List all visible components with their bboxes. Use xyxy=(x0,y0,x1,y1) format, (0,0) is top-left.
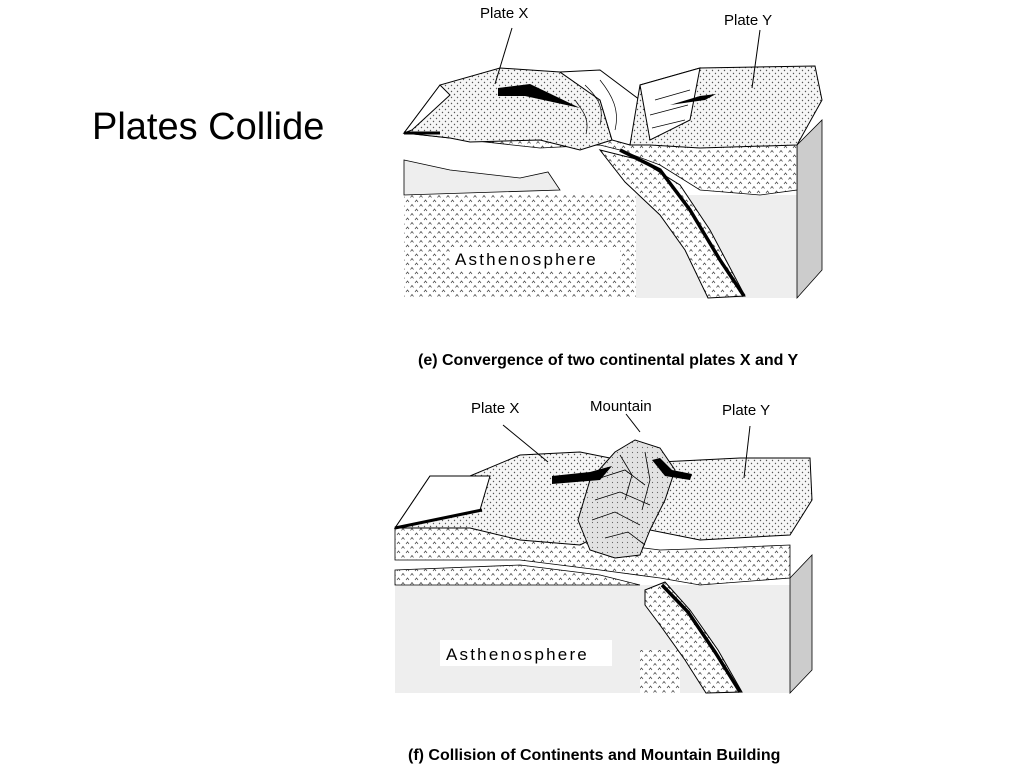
panel-e: Plate X Plate Y Asthenosphere (e) Conver… xyxy=(402,5,823,369)
panel-e-lithosphere-lower xyxy=(403,159,561,196)
panel-f-lithosphere-lower xyxy=(394,564,641,586)
panel-e-plate-y-leader xyxy=(751,29,761,89)
panel-f-side-face xyxy=(789,554,813,694)
panel-e-plate-y-label: Plate Y xyxy=(724,12,772,29)
panel-e-side-face xyxy=(796,119,823,300)
panel-f-slab-edge xyxy=(660,583,742,693)
panel-e-asthenosphere-label: Asthenosphere xyxy=(455,250,598,269)
panel-f-plate-x-label: Plate X xyxy=(471,400,519,417)
panel-f-caption: (f) Collision of Continents and Mountain… xyxy=(408,747,780,764)
panel-f-plate-y-arrow xyxy=(652,458,692,480)
panel-e-plate-y-lines xyxy=(649,89,691,129)
panel-f-mountain-label: Mountain xyxy=(590,398,652,415)
panel-e-plate-y-scarp xyxy=(639,67,701,141)
panel-e-slab-edge xyxy=(619,148,746,297)
panel-e-ocean-edge xyxy=(402,84,451,135)
panel-e-plate-y-arrow xyxy=(670,94,716,105)
panel-f-mountain-folds xyxy=(591,451,651,546)
panel-e-plate-x-arrow xyxy=(498,84,580,108)
panel-e-caption: (e) Convergence of two continental plate… xyxy=(418,352,799,369)
panel-f-subducting-slab xyxy=(644,581,743,694)
panel-f-asthenosphere-label: Asthenosphere xyxy=(446,645,589,664)
panel-e-plate-x-leader xyxy=(494,27,513,85)
panel-e-asthenosphere-block xyxy=(404,195,636,298)
panel-f-plate-y-leader xyxy=(743,425,751,479)
panel-e-plate-x-label: Plate X xyxy=(480,5,528,22)
panel-f-asthenosphere-label-bg xyxy=(440,640,612,666)
panel-e-asthenosphere-label-bg xyxy=(450,247,620,271)
slide-title: Plates Collide xyxy=(92,106,325,148)
panel-f-asthenosphere-patch xyxy=(640,650,680,693)
panel-f-plate-x-leader xyxy=(502,424,549,463)
panel-f-mountain-leader xyxy=(625,413,641,433)
panel-e-fold-lines xyxy=(574,79,617,135)
panel-f: Plate X Mountain Plate Y Asthenosphere (… xyxy=(393,398,813,764)
panel-f-ocean-surface xyxy=(394,508,483,530)
panel-f-plate-y-label: Plate Y xyxy=(722,402,770,419)
panel-f-plate-x-arrow xyxy=(552,466,612,484)
